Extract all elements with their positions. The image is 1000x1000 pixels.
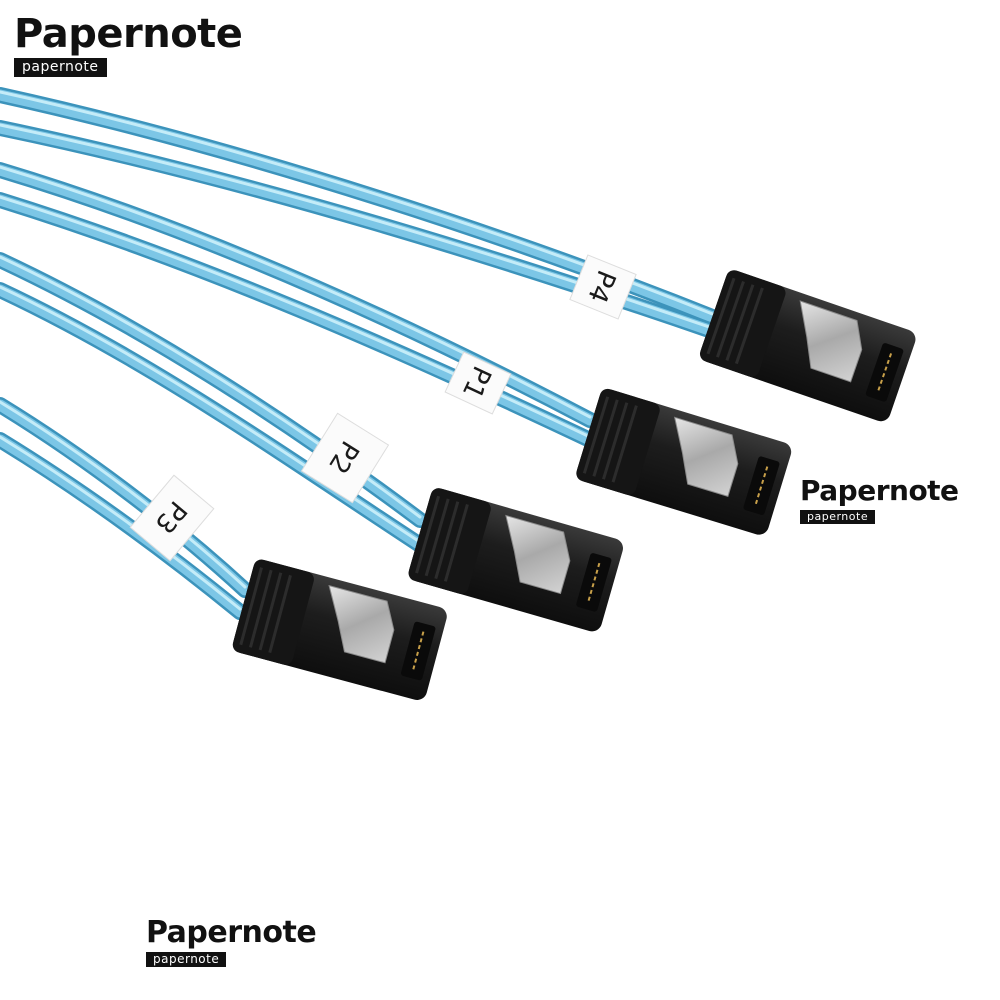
connector-p3 <box>232 559 447 700</box>
label-sleeve-p4: P4 <box>569 254 637 320</box>
connector-p1 <box>576 388 792 535</box>
connector-p4 <box>699 270 916 422</box>
label-sleeve-p2: P2 <box>300 412 390 504</box>
label-sleeve-p3: P3 <box>129 474 215 562</box>
watermark-brand: Papernote <box>146 915 317 950</box>
watermark-sub: papernote <box>800 510 876 524</box>
latch-clip <box>799 300 863 383</box>
connector-p2 <box>408 488 623 632</box>
cable-p3 <box>0 397 253 620</box>
latch-clip <box>328 584 395 664</box>
latch-clip <box>505 514 571 595</box>
watermark-top-left: Papernote papernote <box>14 11 243 77</box>
watermark-mid-right: Papernote papernote <box>800 477 959 524</box>
watermark-sub: papernote <box>14 58 107 77</box>
label-sleeve-p1: P1 <box>444 351 512 415</box>
watermark-bottom: Papernote papernote <box>146 915 317 967</box>
cable-p2 <box>0 252 428 553</box>
latch-clip <box>673 416 739 497</box>
watermark-brand: Papernote <box>14 11 243 57</box>
watermark-brand: Papernote <box>800 474 959 507</box>
watermark-sub: papernote <box>146 952 227 967</box>
